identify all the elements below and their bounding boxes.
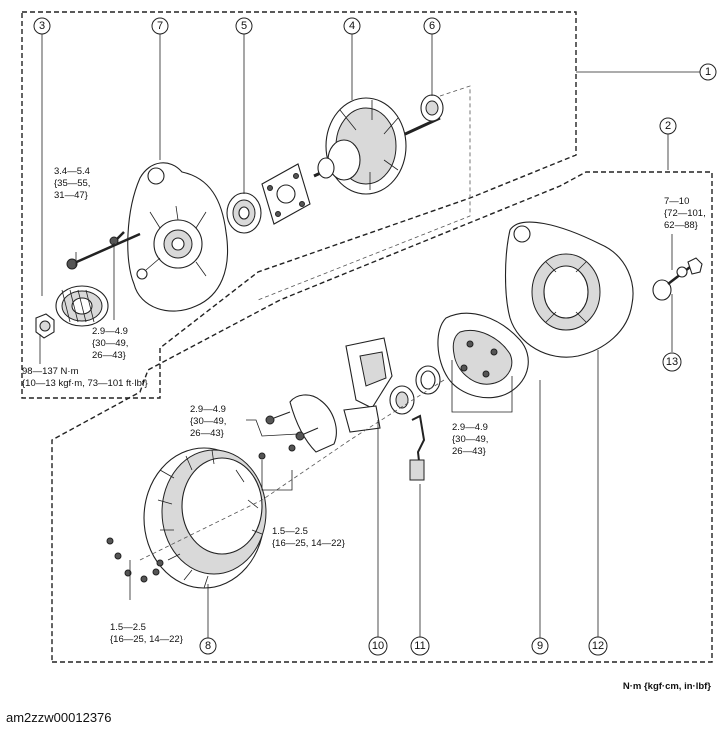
stator-screws (106, 537, 164, 583)
torque-label-pulley-nut: 98—137 N·m {10—13 kgf·m, 73—101 ft·lbf} (22, 366, 148, 389)
svg-text:7—10: 7—10 (664, 196, 689, 207)
svg-text:7: 7 (157, 20, 163, 32)
svg-text:{35—55,: {35—55, (54, 178, 90, 189)
unit-note: N·m {kgf·cm, in·lbf} (622, 681, 711, 692)
svg-text:3: 3 (39, 20, 45, 32)
rear-bearing-part (420, 94, 444, 122)
callout-5: 5 (235, 17, 253, 35)
svg-text:{10—13 kgf·m, 73—101 ft·lbf}: {10—13 kgf·m, 73—101 ft·lbf} (22, 378, 148, 389)
rear-housing-part (504, 221, 634, 358)
callout-9: 9 (531, 637, 549, 655)
torque-label-terminal-nut: 7—10 {72—101, 62—88} (664, 196, 706, 231)
svg-text:2.9—4.9: 2.9—4.9 (190, 404, 226, 415)
callout-leaders (39, 34, 700, 638)
svg-text:2: 2 (665, 120, 671, 132)
svg-text:{30—49,: {30—49, (190, 416, 226, 427)
front-housing-part (127, 162, 229, 312)
torque-label-stator-screws: 1.5—2.5 {16—25, 14—22} (110, 622, 183, 645)
group-1-boundary (21, 11, 577, 399)
torque-label-cover-screws: 1.5—2.5 {16—25, 14—22} (272, 526, 345, 549)
callout-3: 3 (33, 17, 51, 35)
callout-8: 8 (199, 637, 217, 655)
svg-text:{72—101,: {72—101, (664, 208, 706, 219)
svg-text:26—43}: 26—43} (452, 446, 486, 457)
svg-text:3.4—5.4: 3.4—5.4 (54, 166, 90, 177)
svg-text:1: 1 (705, 66, 711, 78)
insulator-part (415, 365, 441, 395)
svg-text:8: 8 (205, 640, 211, 652)
svg-text:{16—25, 14—22}: {16—25, 14—22} (272, 538, 345, 549)
assembly-axis-line (139, 379, 445, 561)
svg-text:5: 5 (241, 20, 247, 32)
callout-2: 2 (659, 117, 677, 135)
document-code: am2zzw00012376 (6, 710, 112, 725)
callout-4: 4 (343, 17, 361, 35)
svg-text:2.9—4.9: 2.9—4.9 (452, 422, 488, 433)
group-2-boundary (51, 171, 713, 663)
callout-10: 10 (368, 636, 388, 656)
terminal-part (652, 257, 703, 301)
torque-label-front-screw: 2.9—4.9 {30—49, 26—43} (92, 326, 128, 361)
callout-7: 7 (151, 17, 169, 35)
callout-1: 1 (699, 63, 717, 81)
svg-text:{30—49,: {30—49, (452, 434, 488, 445)
rotor-axis-line (257, 85, 471, 301)
torque-label-bolt: 3.4—5.4 {35—55, 31—47} (54, 166, 90, 201)
callout-11: 11 (410, 636, 430, 656)
svg-text:12: 12 (592, 640, 604, 652)
regulator-part (343, 337, 415, 433)
svg-text:11: 11 (414, 640, 425, 652)
svg-text:9: 9 (537, 640, 543, 652)
callout-6: 6 (423, 17, 441, 35)
pulley-part (55, 285, 109, 327)
svg-text:98—137 N·m: 98—137 N·m (22, 366, 79, 377)
front-screw-part (109, 231, 125, 246)
brush-part (409, 414, 426, 481)
torque-label-regulator-screws: 2.9—4.9 {30—49, 26—43} (190, 404, 226, 439)
rotor-part (313, 97, 441, 195)
svg-text:{16—25, 14—22}: {16—25, 14—22} (110, 634, 183, 645)
svg-text:6: 6 (429, 20, 435, 32)
bearing-part (226, 192, 262, 234)
svg-text:{30—49,: {30—49, (92, 338, 128, 349)
svg-text:10: 10 (372, 640, 384, 652)
svg-text:31—47}: 31—47} (54, 190, 88, 201)
svg-text:26—43}: 26—43} (92, 350, 126, 361)
retainer-plate-part (261, 163, 311, 225)
cover-plate-part (289, 394, 337, 453)
svg-text:2.9—4.9: 2.9—4.9 (92, 326, 128, 337)
callout-13: 13 (662, 352, 682, 372)
stator-part (143, 447, 267, 589)
svg-text:26—43}: 26—43} (190, 428, 224, 439)
pulley-nut-part (35, 313, 55, 339)
svg-text:4: 4 (349, 20, 355, 32)
svg-text:1.5—2.5: 1.5—2.5 (272, 526, 308, 537)
torque-label-rectifier-screws: 2.9—4.9 {30—49, 26—43} (452, 422, 488, 457)
callout-12: 12 (588, 636, 608, 656)
long-bolt-part (66, 232, 141, 270)
svg-text:1.5—2.5: 1.5—2.5 (110, 622, 146, 633)
svg-text:62—88}: 62—88} (664, 220, 698, 231)
svg-text:13: 13 (666, 356, 678, 368)
rectifier-part (437, 312, 529, 399)
